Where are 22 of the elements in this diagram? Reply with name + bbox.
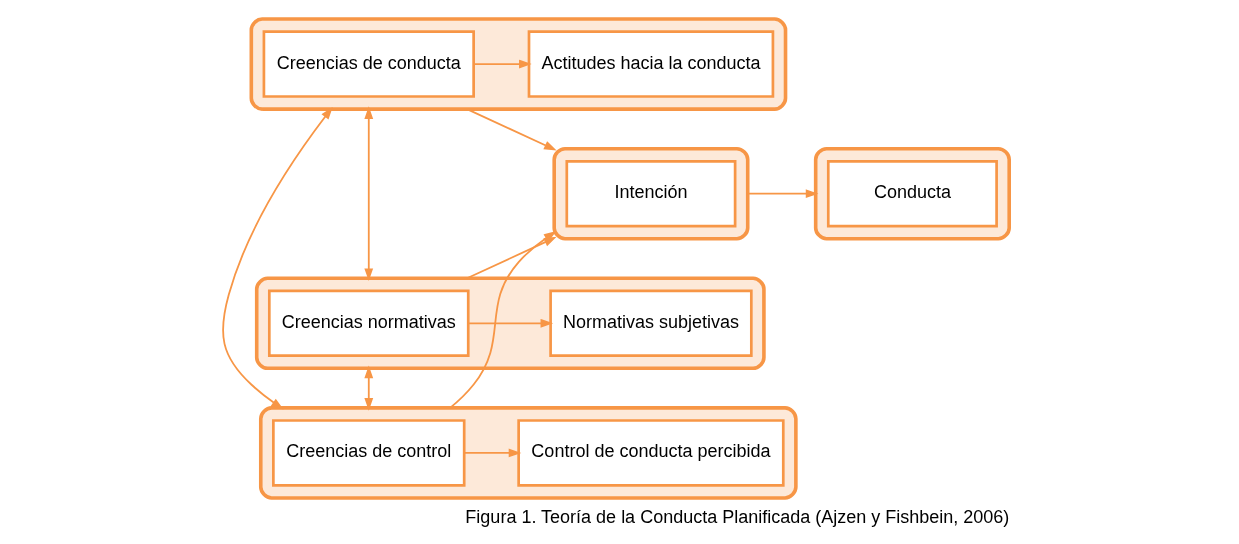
node-box: Creencias de control <box>272 419 466 487</box>
arrow <box>467 318 554 328</box>
arrow <box>463 448 522 458</box>
node-box: Creencias de conducta <box>262 30 475 98</box>
node-box: Control de conducta percibida <box>517 419 785 487</box>
arrow <box>466 108 557 151</box>
node-box: Normativas subjetivas <box>549 289 753 358</box>
cluster <box>249 17 788 111</box>
node-box: Conducta <box>826 159 998 228</box>
arrow <box>364 365 374 411</box>
cluster <box>258 406 798 500</box>
node-box: Intención <box>565 159 737 228</box>
cluster <box>254 276 766 371</box>
arrow <box>364 106 374 282</box>
caption: Figura 1. Teoría de la Conducta Planificada (Ajzen y Fishbein, 2006) <box>465 507 1010 528</box>
arrow <box>222 106 333 410</box>
node-box: Creencias normativas <box>267 289 470 358</box>
arrow <box>472 59 532 69</box>
cluster <box>552 146 750 241</box>
node-box: Actitudes hacia la conducta <box>527 30 775 98</box>
arrow <box>746 189 819 199</box>
cluster <box>813 146 1011 241</box>
